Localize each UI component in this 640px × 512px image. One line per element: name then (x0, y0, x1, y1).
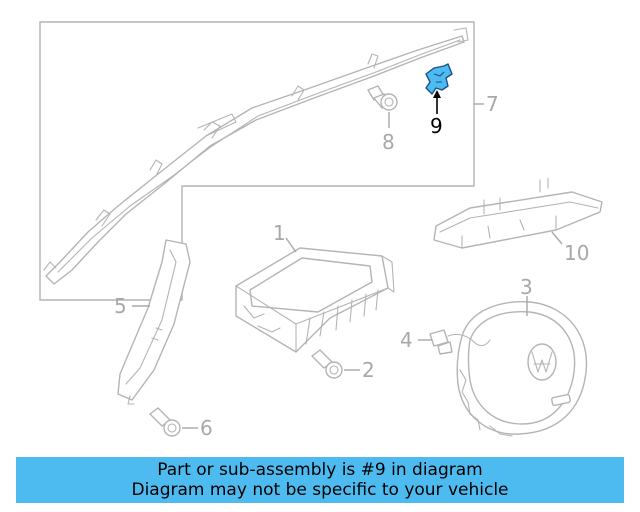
callout-7: 7 (486, 92, 499, 116)
curtain-airbag-frame (39, 21, 475, 301)
leader-lines (132, 90, 563, 429)
callout-4: 4 (400, 328, 413, 352)
info-banner: Part or sub-assembly is #9 in diagram Di… (16, 457, 624, 503)
connector-4[interactable] (429, 329, 491, 355)
callout-9: 9 (430, 114, 443, 138)
callout-labels: 1 2 3 4 5 6 7 8 9 10 (114, 92, 589, 440)
callout-2: 2 (362, 358, 375, 382)
steering-airbag-3[interactable] (456, 301, 588, 437)
callout-5: 5 (114, 294, 127, 318)
callout-10: 10 (564, 241, 589, 265)
bolt-6[interactable] (149, 407, 181, 437)
curtain-airbag-seam (57, 39, 461, 273)
curtain-airbag-end-fold (197, 113, 237, 137)
pillar-trim-5[interactable] (117, 239, 191, 405)
banner-part-notice: Part or sub-assembly is #9 in diagram (157, 460, 483, 480)
curtain-airbag-body[interactable] (45, 35, 465, 285)
curtain-airbag-clip-a (95, 209, 111, 227)
bolt-8[interactable] (367, 85, 398, 111)
curtain-airbag-clip-d (291, 85, 305, 101)
curtain-airbag-tab (453, 27, 469, 43)
airbag-module-1[interactable] (235, 247, 395, 353)
bracket-9-body[interactable] (425, 63, 453, 95)
callout-8: 8 (382, 130, 395, 154)
bolt-2[interactable] (311, 349, 343, 379)
callout-6: 6 (200, 416, 213, 440)
curtain-airbag-group (39, 21, 475, 301)
bracket-9[interactable] (425, 63, 453, 95)
callout-1: 1 (273, 221, 286, 245)
knee-airbag-10[interactable] (433, 177, 603, 249)
curtain-airbag-clip-b (149, 159, 163, 177)
curtain-airbag-clip-f (43, 261, 57, 271)
banner-disclaimer: Diagram may not be specific to your vehi… (131, 480, 509, 500)
bracket-9-detail (433, 71, 445, 83)
curtain-airbag-clip-e (367, 53, 379, 69)
leader-9-arrow (433, 90, 441, 98)
curtain-airbag-clip-c (203, 121, 221, 139)
callout-3: 3 (520, 275, 533, 299)
